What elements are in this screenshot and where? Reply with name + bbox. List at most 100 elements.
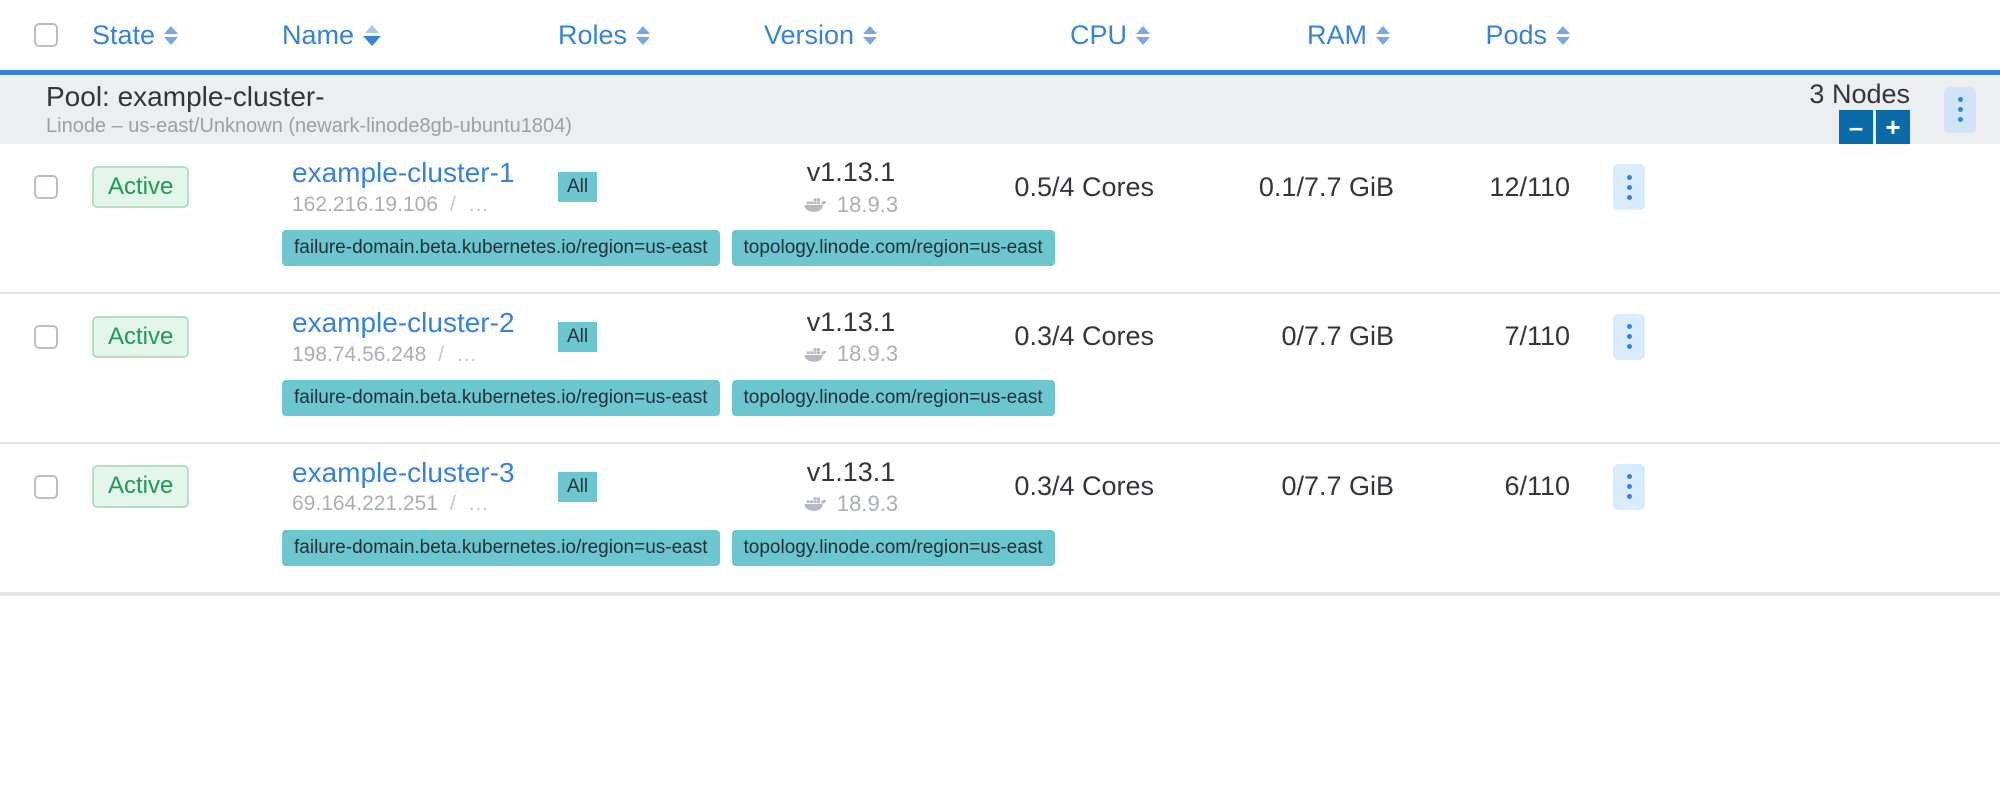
node-ram-cell: 0.1/7.7 GiB bbox=[1194, 172, 1434, 203]
row-select-cell bbox=[0, 175, 92, 199]
node-roles-cell: All bbox=[550, 321, 742, 352]
role-chip: All bbox=[558, 172, 598, 202]
node-version-cell: v1.13.1 bbox=[742, 307, 954, 366]
node-state-cell: Active bbox=[92, 315, 282, 359]
column-header-name[interactable]: Name bbox=[282, 19, 550, 50]
node-ip-separator: / bbox=[449, 492, 456, 516]
table-row-main: Active example-cluster-2 198.74.56.248 /… bbox=[0, 294, 2000, 380]
kebab-dot bbox=[1626, 484, 1632, 490]
node-ip-more[interactable]: … bbox=[467, 192, 491, 216]
node-ip-row: 162.216.19.106 / … bbox=[292, 192, 550, 216]
pool-info: Pool: example-cluster- Linode – us-east/… bbox=[0, 80, 572, 138]
node-pool-table: State Name Roles Version CPU bbox=[0, 0, 2000, 596]
pool-title: Pool: example-cluster- bbox=[46, 80, 325, 112]
node-name-cell: example-cluster-1 162.216.19.106 / … bbox=[282, 158, 550, 215]
column-header-state-label: State bbox=[92, 19, 156, 50]
kebab-dot bbox=[1626, 344, 1632, 350]
sort-icon[interactable] bbox=[863, 25, 878, 45]
node-count-stepper: – + bbox=[1839, 110, 1910, 144]
kebab-dot bbox=[1957, 117, 1963, 122]
decrement-nodes-button[interactable]: – bbox=[1839, 110, 1873, 144]
table-row: Active example-cluster-3 69.164.221.251 … bbox=[0, 443, 2000, 594]
select-all-checkbox[interactable] bbox=[34, 23, 58, 47]
node-state-cell: Active bbox=[92, 465, 282, 508]
ram-usage-value: 0/7.7 GiB bbox=[1281, 321, 1394, 352]
row-kebab-menu-icon[interactable] bbox=[1613, 463, 1645, 510]
row-select-checkbox[interactable] bbox=[34, 324, 58, 349]
table-header-row: State Name Roles Version CPU bbox=[0, 0, 2000, 70]
column-header-state[interactable]: State bbox=[92, 19, 282, 50]
node-pods-cell: 12/110 bbox=[1434, 172, 1584, 203]
pods-count-value: 12/110 bbox=[1489, 171, 1570, 202]
sort-icon-descending[interactable] bbox=[363, 24, 382, 46]
column-header-ram-label: RAM bbox=[1307, 19, 1367, 50]
row-select-cell bbox=[0, 324, 92, 349]
select-all-cell bbox=[0, 23, 92, 47]
kubernetes-version: v1.13.1 bbox=[806, 307, 896, 338]
row-kebab-menu-icon[interactable] bbox=[1613, 164, 1645, 210]
node-ip-row: 69.164.221.251 / … bbox=[292, 493, 550, 515]
table-row-main: Active example-cluster-3 69.164.221.251 … bbox=[0, 444, 2000, 530]
pods-count-value: 7/110 bbox=[1504, 321, 1570, 352]
sort-icon[interactable] bbox=[1136, 25, 1150, 45]
column-header-version-label: Version bbox=[764, 19, 855, 50]
pool-node-count: 3 Nodes bbox=[1809, 79, 1910, 109]
kebab-dot bbox=[1626, 174, 1632, 180]
node-version-cell: v1.13.1 bbox=[742, 458, 954, 515]
cpu-usage-value: 0.5/4 Cores bbox=[1014, 171, 1154, 202]
node-version-cell: v1.13.1 bbox=[742, 158, 954, 217]
status-badge: Active bbox=[92, 165, 190, 209]
column-header-pods[interactable]: Pods bbox=[1434, 21, 1584, 49]
column-header-name-label: Name bbox=[282, 19, 355, 50]
node-roles-cell: All bbox=[550, 172, 742, 202]
node-roles-cell: All bbox=[550, 471, 742, 502]
node-actions-cell bbox=[1584, 313, 1674, 360]
column-header-roles[interactable]: Roles bbox=[550, 21, 742, 49]
cpu-usage-value: 0.3/4 Cores bbox=[1014, 471, 1154, 502]
node-label-chip: failure-domain.beta.kubernetes.io/region… bbox=[282, 230, 720, 266]
node-ip-row: 198.74.56.248 / … bbox=[292, 342, 550, 366]
node-name-cell: example-cluster-2 198.74.56.248 / … bbox=[282, 308, 550, 365]
node-cpu-cell: 0.5/4 Cores bbox=[954, 172, 1194, 203]
table-row: Active example-cluster-2 198.74.56.248 /… bbox=[0, 293, 2000, 444]
node-ip-more[interactable]: … bbox=[456, 342, 480, 366]
row-select-checkbox[interactable] bbox=[34, 175, 58, 199]
role-chip: All bbox=[558, 471, 598, 502]
node-label-chip: topology.linode.com/region=us-east bbox=[731, 379, 1055, 416]
kubernetes-version: v1.13.1 bbox=[806, 456, 896, 487]
sort-icon[interactable] bbox=[164, 25, 179, 45]
node-name-link[interactable]: example-cluster-3 bbox=[292, 456, 515, 488]
docker-whale-icon bbox=[804, 346, 828, 363]
kebab-dot bbox=[1626, 194, 1632, 200]
node-labels-row: failure-domain.beta.kubernetes.io/region… bbox=[0, 529, 2000, 592]
pods-count-value: 6/110 bbox=[1504, 471, 1570, 502]
node-label-chip: failure-domain.beta.kubernetes.io/region… bbox=[282, 379, 720, 416]
table-row-main: Active example-cluster-1 162.216.19.106 … bbox=[0, 144, 2000, 230]
node-name-link[interactable]: example-cluster-2 bbox=[292, 307, 515, 339]
row-select-checkbox[interactable] bbox=[34, 474, 58, 499]
node-ip-more[interactable]: … bbox=[467, 492, 491, 516]
column-header-cpu[interactable]: CPU bbox=[954, 21, 1194, 49]
pool-node-controls: 3 Nodes – + bbox=[1809, 81, 1910, 144]
node-pods-cell: 7/110 bbox=[1434, 321, 1584, 352]
table-bottom-divider bbox=[0, 593, 2000, 596]
node-ip-separator: / bbox=[438, 342, 445, 366]
sort-icon[interactable] bbox=[1376, 25, 1390, 45]
pool-kebab-menu-icon[interactable] bbox=[1944, 86, 1976, 133]
node-name-link[interactable]: example-cluster-1 bbox=[292, 157, 515, 189]
column-header-ram[interactable]: RAM bbox=[1194, 19, 1434, 50]
node-cpu-cell: 0.3/4 Cores bbox=[954, 471, 1194, 502]
docker-version-row: 18.9.3 bbox=[804, 492, 898, 515]
increment-nodes-button[interactable]: + bbox=[1876, 110, 1910, 144]
node-label-chip: topology.linode.com/region=us-east bbox=[731, 230, 1055, 266]
pool-actions bbox=[1944, 86, 1976, 133]
sort-icon[interactable] bbox=[636, 25, 651, 45]
docker-whale-icon bbox=[804, 495, 828, 512]
pool-subtitle: Linode – us-east/Unknown (newark-linode8… bbox=[46, 115, 572, 138]
sort-icon[interactable] bbox=[1556, 25, 1570, 45]
row-kebab-menu-icon[interactable] bbox=[1613, 313, 1645, 360]
kebab-dot bbox=[1957, 97, 1963, 102]
column-header-version[interactable]: Version bbox=[742, 19, 954, 50]
status-badge: Active bbox=[92, 465, 190, 508]
docker-version: 18.9.3 bbox=[836, 191, 899, 217]
